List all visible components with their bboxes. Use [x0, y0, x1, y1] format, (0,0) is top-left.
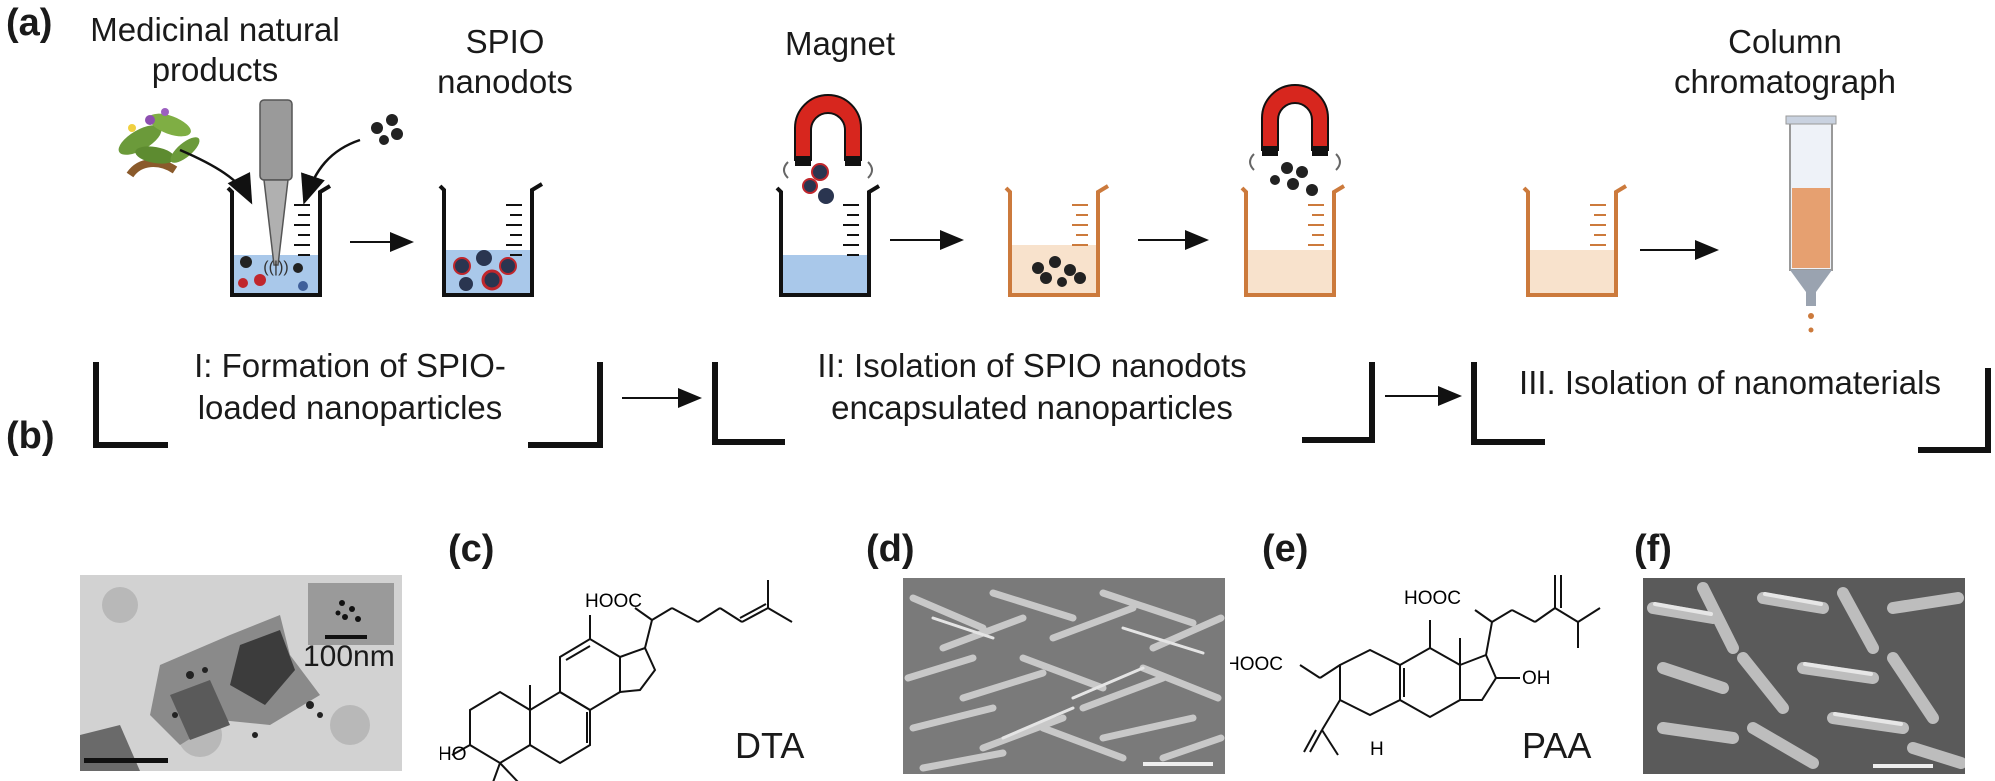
- dta-name: DTA: [735, 725, 805, 766]
- dta-acid-label: HOOC: [585, 591, 642, 612]
- paa-structure: HOOC HOOC OH H: [1230, 575, 1601, 760]
- sem-micrograph-paa: [1643, 578, 1965, 774]
- beaker-brown-magnet-icon: [1240, 84, 1346, 297]
- tem-scale-label: 100nm: [303, 640, 395, 673]
- panel-label-a: (a): [6, 2, 53, 44]
- beaker-nanoparticles-icon: [438, 182, 544, 297]
- stage-3-label: III. Isolation of nanomaterials: [1519, 364, 1941, 401]
- panel-label-d: (d): [866, 528, 915, 570]
- beaker-brown-empty-icon: [1522, 184, 1628, 297]
- paa-acid-label-top: HOOC: [1404, 588, 1461, 609]
- dta-structure: HO HOOC: [440, 580, 793, 781]
- beaker-magnet-icon: [775, 94, 881, 297]
- stage-brackets: [93, 362, 1991, 453]
- process-illustration: ((|)): [118, 84, 1837, 333]
- panel-label-c: (c): [448, 528, 495, 570]
- panel-label-b: (b): [6, 415, 55, 457]
- beaker-sonication-icon: ((|)): [226, 99, 332, 297]
- stage-1-label: I: Formation of SPIO-loaded nanoparticle…: [194, 347, 506, 426]
- panel-label-f: (f): [1634, 528, 1672, 570]
- nanodot-cluster-icon: [371, 114, 403, 145]
- dta-hydroxyl-label: HO: [440, 744, 467, 765]
- label-magnet: Magnet: [784, 25, 896, 62]
- panel-label-e: (e): [1262, 528, 1309, 570]
- plant-icon: [118, 108, 200, 178]
- paa-hydroxyl-label: OH: [1522, 668, 1551, 689]
- paa-name: PAA: [1522, 725, 1592, 766]
- beaker-brown-particles-icon: [1004, 184, 1110, 297]
- svg-text:((|)): ((|)): [263, 259, 288, 276]
- chromatography-column-icon: [1785, 115, 1837, 333]
- tem-micrograph: [80, 575, 402, 771]
- paa-acid-label-left: HOOC: [1230, 654, 1283, 675]
- sem-micrograph-dta: [903, 578, 1225, 774]
- paa-hydrogen-label: H: [1370, 739, 1384, 760]
